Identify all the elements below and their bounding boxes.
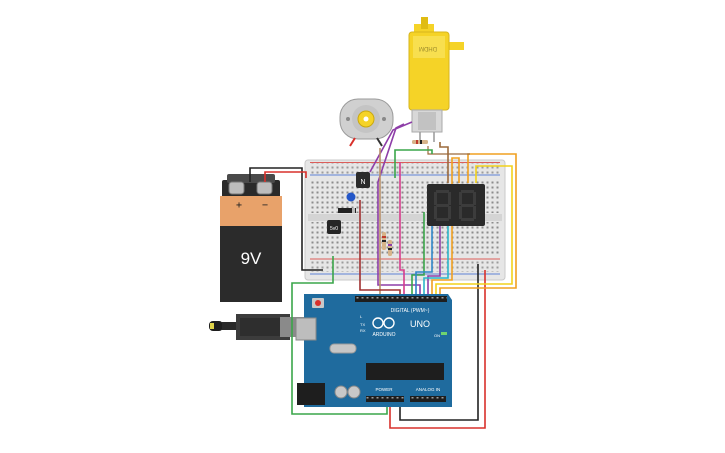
resistor-motor[interactable] (412, 140, 428, 144)
arduino-uno[interactable]: DIGITAL (PWM~) ARDUINO UNO TX RX L ON PO… (295, 294, 452, 407)
digital-label: DIGITAL (PWM~) (391, 308, 430, 314)
display-digit-1 (434, 190, 451, 221)
gear-motor[interactable]: DHDM (408, 17, 464, 142)
battery-minus-label: − (262, 200, 268, 211)
analog-label: ANALOG IN (416, 387, 441, 392)
wire-battery-red[interactable] (264, 171, 307, 182)
battery-9v[interactable]: + − 9V (220, 174, 282, 302)
motor-body-text: DHDM (419, 45, 437, 51)
wire-brown[interactable] (427, 142, 470, 183)
power-label: POWER (375, 387, 393, 392)
display-digit-2 (459, 190, 476, 221)
l-label: L (360, 314, 363, 319)
usb-cable[interactable] (209, 314, 310, 340)
wire-pink[interactable] (399, 162, 405, 296)
regulator-label: 5v0 (330, 226, 338, 232)
battery-voltage-label: 9V (241, 249, 262, 268)
wire-green-top[interactable] (394, 149, 433, 296)
resistor-vertical-1[interactable] (382, 232, 386, 250)
wire-green-loop[interactable] (291, 256, 388, 415)
tx-label: TX (360, 322, 365, 327)
wire-yellow[interactable] (435, 165, 513, 296)
capacitor[interactable] (346, 192, 356, 202)
battery-plus-label: + (236, 200, 242, 211)
wire-battery-black[interactable] (249, 167, 323, 271)
arduino-brand: ARDUINO (372, 332, 395, 338)
resistor-vertical-2[interactable] (388, 240, 392, 256)
seven-segment-display[interactable] (427, 184, 485, 226)
wire-red-5v[interactable] (389, 270, 486, 429)
voltage-regulator[interactable]: 5v0 (327, 220, 341, 234)
wire-blue[interactable] (415, 212, 433, 296)
wire-magenta-top[interactable] (369, 121, 413, 173)
rx-label: RX (360, 328, 366, 333)
wire-darkred[interactable] (359, 200, 401, 296)
dc-motor[interactable] (339, 98, 394, 147)
arduino-model: UNO (410, 319, 430, 329)
wire-black-gnd[interactable] (399, 264, 479, 421)
transistor-label: N (360, 179, 365, 186)
on-label: ON (434, 333, 440, 338)
npn-transistor[interactable]: N (356, 172, 370, 188)
diode[interactable] (338, 208, 356, 213)
wire-cyan[interactable] (423, 212, 449, 296)
wire-orange-outer[interactable] (439, 153, 517, 296)
